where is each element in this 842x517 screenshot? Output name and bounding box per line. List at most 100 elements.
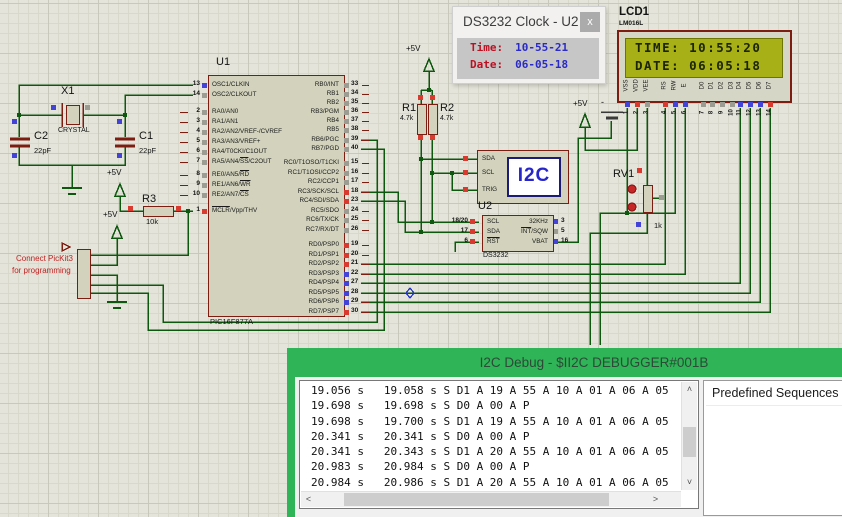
lcd-pin-state-indicator [624, 102, 630, 107]
state-indicators [12, 95, 664, 244]
r2-body[interactable] [428, 104, 438, 135]
i2c-log-line[interactable]: 20.983 s 20.984 s S D0 A 00 A P [311, 460, 530, 474]
scroll-up-icon[interactable]: ˄ [686, 384, 693, 394]
u2-ds3232-body[interactable] [482, 215, 554, 252]
popup-time-row: Time:10-55-21 [457, 40, 599, 55]
i2c-log-line[interactable]: 19.056 s 19.058 s S D1 A 19 A 55 A 10 A … [311, 384, 669, 397]
i2c-log-box[interactable]: 19.056 s 19.058 s S D1 A 19 A 55 A 10 A … [299, 380, 699, 509]
u1-pin-label: RC7/RX/DT [305, 225, 339, 233]
u1-pin-stub [362, 244, 369, 246]
u1-pin-state-indicator [202, 119, 207, 125]
u1-pin-label: RB7/PGD [311, 144, 339, 152]
capacitor-plates [10, 137, 135, 148]
u1-pin-label: RA5/AN4/SS/C2OUT [212, 157, 272, 165]
u1-pin-state-indicator [344, 100, 349, 106]
u1-pin-stub [362, 162, 369, 164]
r1-body[interactable] [417, 104, 427, 135]
u1-pin-label: RB1 [326, 89, 339, 97]
u2-pin-number: 3 [561, 217, 565, 224]
u1-pin-stub [180, 141, 188, 143]
i2c-debug-window[interactable]: I2C Debug - $II2C DEBUGGER#001B 19.056 s… [287, 348, 842, 517]
scroll-left-icon[interactable]: ˂ [305, 494, 312, 504]
predefined-sequences-title: Predefined Sequences [712, 386, 839, 400]
u2-pin-number: 6 [464, 237, 468, 244]
u1-pin-state-indicator [344, 242, 349, 248]
lcd-ref: LCD1 [619, 6, 650, 18]
scroll-down-icon[interactable]: ˅ [686, 477, 693, 487]
u1-pin-stub [362, 148, 369, 150]
u2-pin-number: 18/20 [451, 217, 468, 224]
lcd-pin-number: 7 [699, 110, 706, 115]
vertical-scroll-thumb[interactable] [683, 427, 696, 457]
r3-value: 10k [146, 217, 159, 226]
lcd-pin-state-indicator [747, 102, 753, 107]
u1-pin-number: 40 [351, 144, 359, 151]
lcd-pin-number: 5 [671, 110, 678, 115]
panel-separator [706, 405, 842, 406]
u1-pin-number: 39 [351, 135, 359, 142]
i2c-log-line[interactable]: 20.341 s 20.343 s S D1 A 20 A 55 A 10 A … [311, 445, 669, 459]
lcd-screen: TIME: 10:55:20 DATE: 06:05:18 [625, 38, 783, 78]
u1-pin-label: RB0/INT [314, 80, 339, 88]
u1-pin-stub [362, 229, 369, 231]
u1-pin-label: RB3/PGM [310, 107, 339, 115]
predefined-sequences-panel[interactable]: Predefined Sequences [703, 380, 842, 516]
u2-pin-label: INT/SQW [521, 227, 548, 235]
u1-pin-state-indicator [344, 189, 349, 195]
lcd-pin-number: 2 [633, 110, 640, 115]
i2c-log-line[interactable]: 20.341 s 20.341 s S D0 A 00 A P [311, 429, 530, 443]
u1-pin-number: 7 [196, 157, 200, 164]
lcd-pin-label: VEE [643, 79, 650, 92]
u1-pin-number: 30 [351, 307, 359, 314]
tag-arrow-icon [61, 241, 72, 253]
x1-ref: X1 [61, 85, 75, 97]
pickit-connector-body[interactable] [77, 249, 91, 299]
popup-close-button[interactable]: x [580, 12, 600, 32]
lcd-pin-state-indicator [662, 102, 668, 107]
u1-pin-number: 21 [351, 259, 359, 266]
probe-marker-icon [405, 286, 415, 300]
i2c-log-lines[interactable]: 19.056 s 19.058 s S D1 A 19 A 55 A 10 A … [302, 383, 680, 489]
horizontal-scroll-thumb[interactable] [344, 493, 609, 506]
u1-pin-state-indicator [344, 91, 349, 97]
u1-pic16f877a-body[interactable] [208, 75, 345, 317]
u2-pin-label: RST [487, 237, 500, 245]
lcd-pin-label: RS [661, 81, 668, 90]
u1-pin-stub [362, 200, 369, 202]
i2c-debug-window-title[interactable]: I2C Debug - $II2C DEBUGGER#001B [479, 355, 709, 370]
u1-pin-label: RA2/AN2/VREF-/CVREF [212, 127, 282, 135]
horizontal-scrollbar[interactable]: ˂ ˃ [301, 491, 681, 507]
vertical-scrollbar[interactable]: ˄ ˅ [681, 382, 697, 490]
u1-pin-label: RD6/PSP6 [308, 297, 339, 305]
u1-pin-stub [180, 174, 188, 176]
x1-crystal-body[interactable] [66, 105, 80, 125]
ground-symbol [62, 187, 127, 309]
u1-pin-state-indicator [344, 280, 349, 286]
i2c-debug-content: 19.056 s 19.058 s S D1 A 19 A 55 A 10 A … [295, 377, 842, 517]
rv1-body[interactable] [643, 185, 653, 213]
ds3232-clock-popup[interactable]: DS3232 Clock - U2 x Time:10-55-21 Date:0… [452, 6, 606, 84]
u1-pin-label: RB2 [326, 98, 339, 106]
lcd-pin-state-indicator [672, 102, 678, 107]
lcd-pin-state-indicator [767, 102, 773, 107]
u1-pin-label: RD1/PSP1 [308, 250, 339, 258]
u1-pin-state-indicator [344, 290, 349, 296]
i2c-log-line[interactable]: 19.698 s 19.698 s S D0 A 00 A P [311, 399, 530, 413]
u1-pin-number: 28 [351, 288, 359, 295]
u1-pin-number: 36 [351, 107, 359, 114]
u1-pin-number: 35 [351, 98, 359, 105]
lcd-pin-label: VSS [623, 79, 630, 92]
u1-pin-state-indicator [344, 217, 349, 223]
pickit-note-line1: Connect PicKit3 [16, 254, 73, 263]
i2c-debugger-pin-label: SDA [482, 154, 495, 162]
u1-pin-label: RC4/SDI/SDA [299, 196, 339, 204]
u1-pin-number: 15 [351, 158, 359, 165]
scroll-right-icon[interactable]: ˃ [652, 494, 659, 504]
u1-pin-label: RC0/T1OSO/T1CKI [283, 158, 339, 166]
i2c-log-line[interactable]: 20.984 s 20.986 s S D1 A 20 A 55 A 10 A … [311, 475, 669, 489]
battery-symbol [601, 111, 623, 120]
i2c-log-line[interactable]: 19.698 s 19.700 s S D1 A 19 A 55 A 10 A … [311, 414, 669, 428]
u1-pin-state-indicator [344, 198, 349, 204]
r3-body[interactable] [143, 206, 174, 217]
